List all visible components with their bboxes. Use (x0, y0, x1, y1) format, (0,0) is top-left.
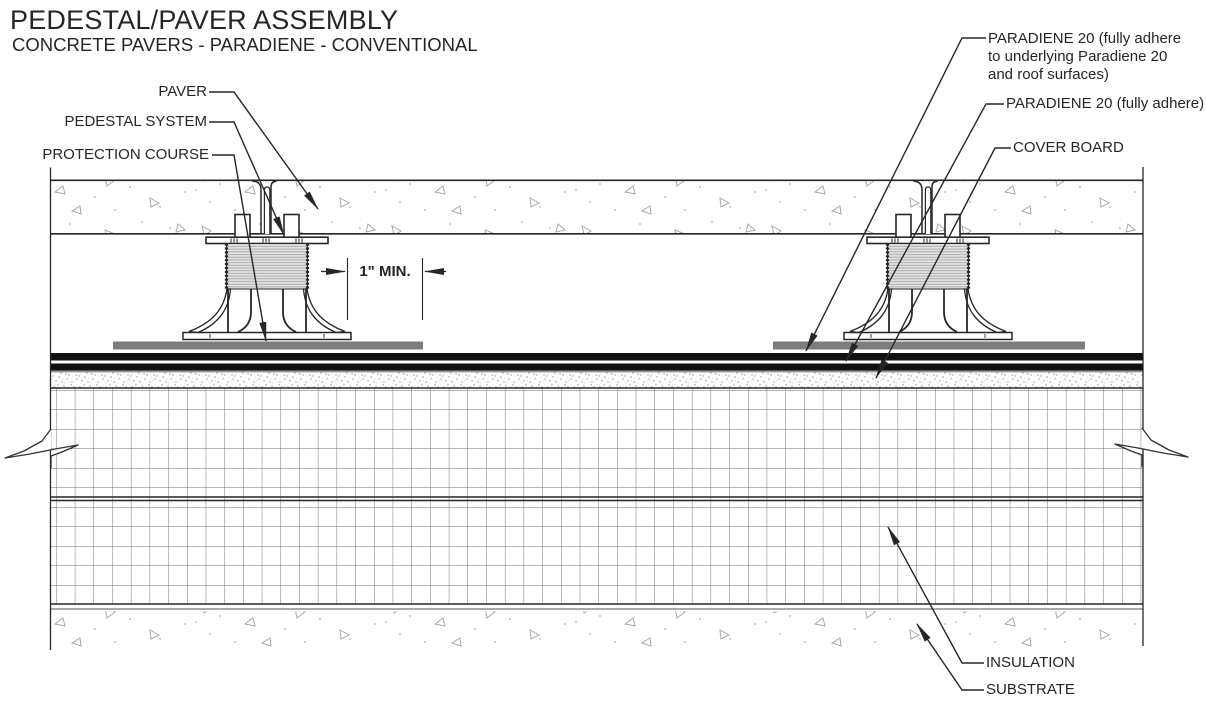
callout-insulation: INSULATION (986, 654, 1075, 671)
leader-substrate (916, 623, 984, 691)
dimension-1in-min (321, 258, 446, 320)
callout-cover-board: COVER BOARD (1013, 139, 1124, 156)
membrane-layers (50, 353, 1144, 371)
leader-cover-board (875, 147, 1011, 379)
callout-protection-course: PROTECTION COURSE (42, 146, 209, 163)
leader-protection-course (212, 154, 267, 342)
drawing-subtitle: CONCRETE PAVERS - PARADIENE - CONVENTION… (12, 34, 478, 55)
callout-paradiene-top-line2: to underlying Paradiene 20 (988, 48, 1168, 65)
break-symbol-right (1114, 427, 1189, 467)
leader-insulation (887, 526, 984, 664)
leader-paver (209, 91, 319, 210)
callout-pedestal-system: PEDESTAL SYSTEM (64, 113, 207, 130)
substrate-layer (51, 611, 1143, 649)
drawing-borders (49, 167, 1144, 650)
callout-paradiene-top-line3: and roof surfaces) (988, 66, 1109, 83)
leader-lines (209, 37, 1011, 691)
drawing-title: PEDESTAL/PAVER ASSEMBLY (10, 5, 399, 35)
callout-paver: PAVER (158, 83, 207, 100)
callout-paradiene-top: PARADIENE 20 (fully adhere to underlying… (988, 30, 1206, 84)
cover-board-layer (50, 371, 1144, 388)
callout-paradiene-mid: PARADIENE 20 (fully adhere) (1006, 95, 1205, 112)
paver-layer (50, 179, 1144, 235)
callout-substrate: SUBSTRATE (986, 681, 1075, 698)
protection-course-bars (113, 341, 1085, 350)
callout-paradiene-top-line1: PARADIENE 20 (fully adhere (988, 30, 1182, 47)
break-symbol-left (4, 428, 79, 468)
leader-pedestal-system (209, 121, 285, 236)
leader-paradiene-mid (845, 103, 1004, 362)
leader-paradiene-top (805, 37, 986, 352)
insulation-layer (50, 387, 1144, 610)
dimension-label: 1" MIN. (359, 263, 411, 280)
